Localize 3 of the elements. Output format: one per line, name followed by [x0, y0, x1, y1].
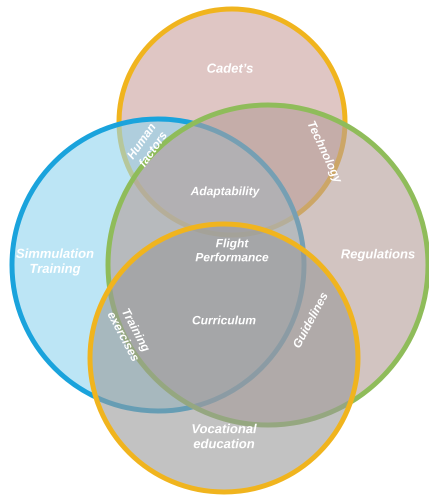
region-label: Adaptability: [190, 186, 260, 198]
region-label: Flight Performance: [196, 238, 268, 262]
region-label: Curriculum: [192, 316, 256, 324]
